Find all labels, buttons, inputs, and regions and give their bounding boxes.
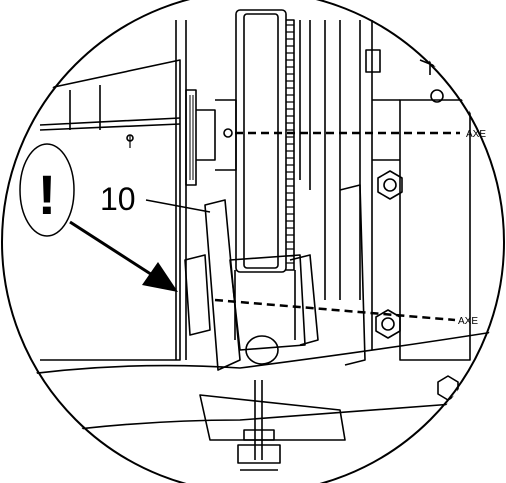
detail-view bbox=[0, 9, 506, 471]
bottom-nut-assembly bbox=[237, 380, 281, 471]
axis-label-upper: AXE bbox=[466, 129, 486, 140]
warning-arrow bbox=[69, 220, 178, 292]
left-housing-panel bbox=[39, 20, 187, 361]
warning-ellipse bbox=[19, 143, 75, 237]
upper-hex-bolt bbox=[377, 170, 403, 200]
lower-bracket bbox=[184, 184, 366, 371]
warning-exclamation: ! bbox=[38, 163, 57, 226]
callout-number: 10 bbox=[100, 181, 136, 217]
base-beam bbox=[0, 329, 506, 441]
right-frame bbox=[359, 20, 471, 361]
axis-label-lower: AXE bbox=[458, 316, 478, 327]
lower-hex-bolt bbox=[375, 309, 401, 339]
flange-hub bbox=[185, 89, 237, 186]
lower-axis-line bbox=[214, 298, 456, 322]
callout-leader bbox=[145, 199, 211, 213]
